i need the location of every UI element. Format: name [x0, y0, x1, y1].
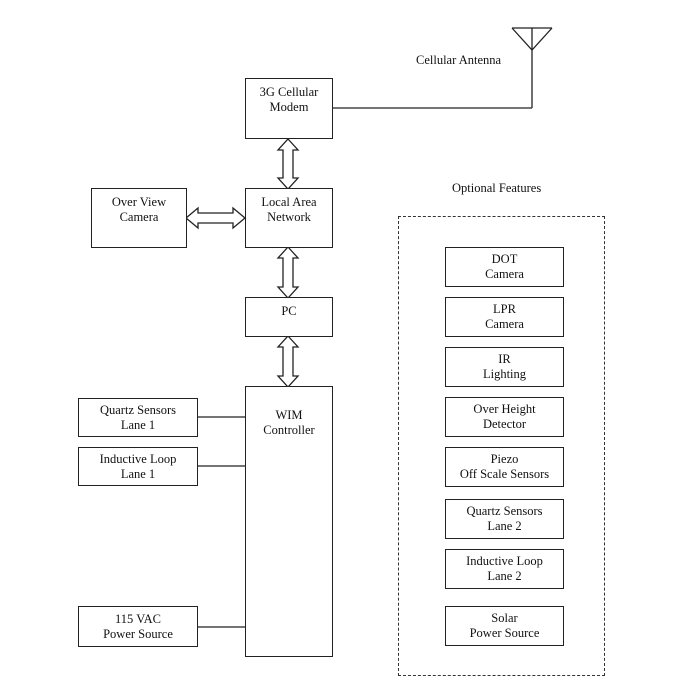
lan-block: Local Area Network	[245, 188, 333, 248]
antenna-label: Cellular Antenna	[416, 53, 502, 67]
optional-item-dot-camera: DOT Camera	[445, 247, 564, 287]
antenna-icon	[511, 27, 553, 108]
quartz-lane1-block: Quartz Sensors Lane 1	[78, 398, 198, 437]
lan-pc-arrow	[276, 246, 300, 299]
power-115vac-block: 115 VAC Power Source	[78, 606, 198, 647]
optional-features-title: Optional Features	[452, 181, 542, 195]
optional-item-ir-lighting: IR Lighting	[445, 347, 564, 387]
loop-lane1-block: Inductive Loop Lane 1	[78, 447, 198, 486]
optional-item-loop-lane2: Inductive Loop Lane 2	[445, 549, 564, 589]
optional-item-over-height-detector: Over Height Detector	[445, 397, 564, 437]
wim-controller-block: WIM Controller	[245, 386, 333, 657]
camera-lan-arrow	[184, 206, 247, 230]
optional-item-lpr-camera: LPR Camera	[445, 297, 564, 337]
optional-item-solar-power: Solar Power Source	[445, 606, 564, 646]
overview-camera-block: Over View Camera	[91, 188, 187, 248]
pc-block: PC	[245, 297, 333, 337]
optional-item-piezo-sensors: Piezo Off Scale Sensors	[445, 447, 564, 487]
modem-block: 3G Cellular Modem	[245, 78, 333, 139]
pc-wim-arrow	[276, 335, 300, 388]
optional-features-panel	[398, 216, 605, 676]
modem-lan-arrow	[276, 138, 300, 190]
optional-item-quartz-lane2: Quartz Sensors Lane 2	[445, 499, 564, 539]
